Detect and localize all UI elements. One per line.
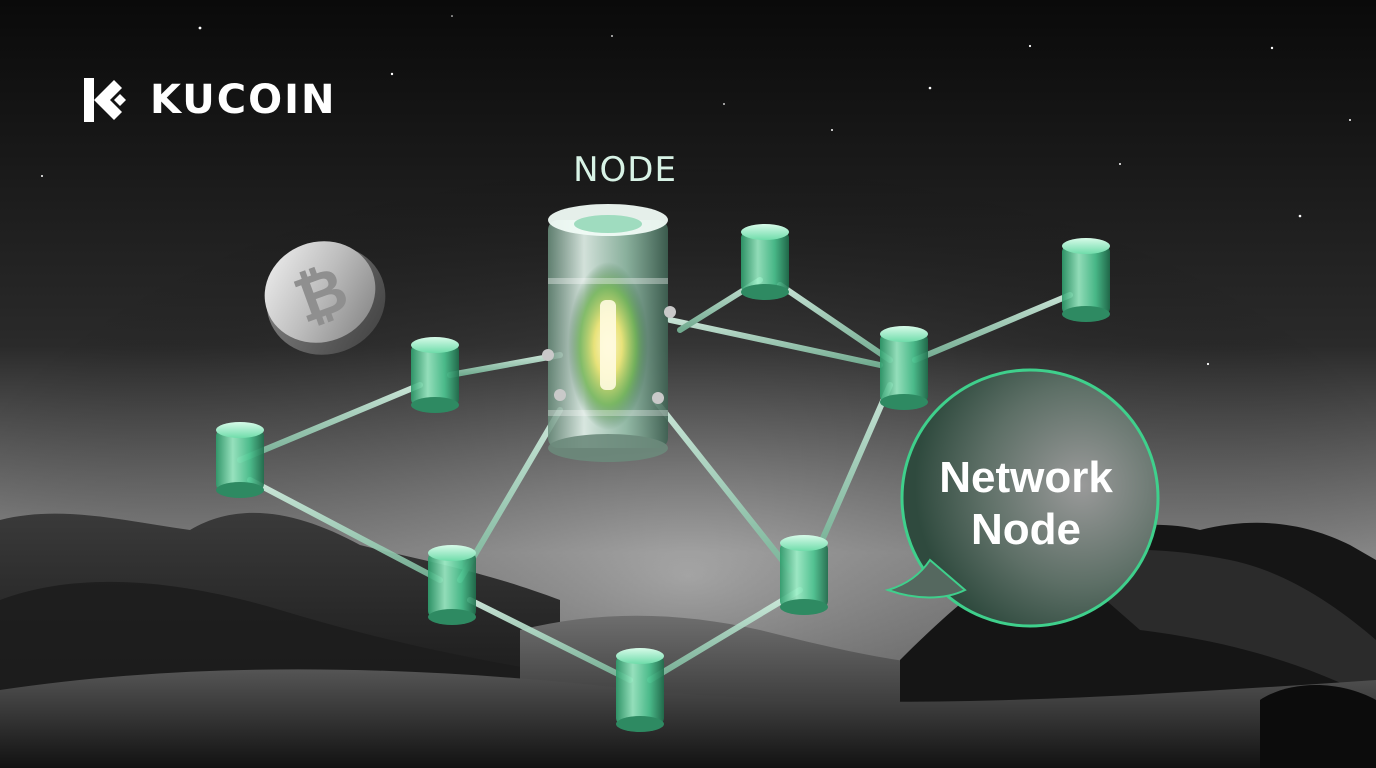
node-cylinder-far-right (1062, 238, 1110, 322)
node-cylinder-left (411, 337, 459, 413)
network-links (237, 277, 1073, 683)
node-cylinder-lower-left (428, 545, 476, 625)
bitcoin-coin-icon: ₿ (264, 241, 386, 355)
kucoin-logo-icon (84, 78, 126, 122)
node-cylinder-right (880, 326, 928, 410)
foreground-rock (1260, 685, 1376, 768)
node-cylinder-bottom (616, 648, 664, 732)
desert-floor (0, 669, 1376, 768)
speech-bubble (884, 368, 1160, 628)
node-cylinder-top-center (741, 224, 789, 300)
bubble-label: Network Node (900, 452, 1152, 556)
right-mountain-ridge (1060, 549, 1376, 700)
bubble-line-1: Network (939, 453, 1113, 502)
stars (41, 15, 1351, 366)
main-node-cylinder (542, 204, 676, 462)
node-label: NODE (573, 150, 677, 190)
node-cylinder-lower-right (780, 535, 828, 615)
brand-name: KUCOIN (150, 77, 337, 123)
node-cylinder-far-left (216, 422, 264, 498)
brand-logo: KUCOIN (80, 74, 337, 126)
bubble-line-2: Node (971, 505, 1081, 554)
